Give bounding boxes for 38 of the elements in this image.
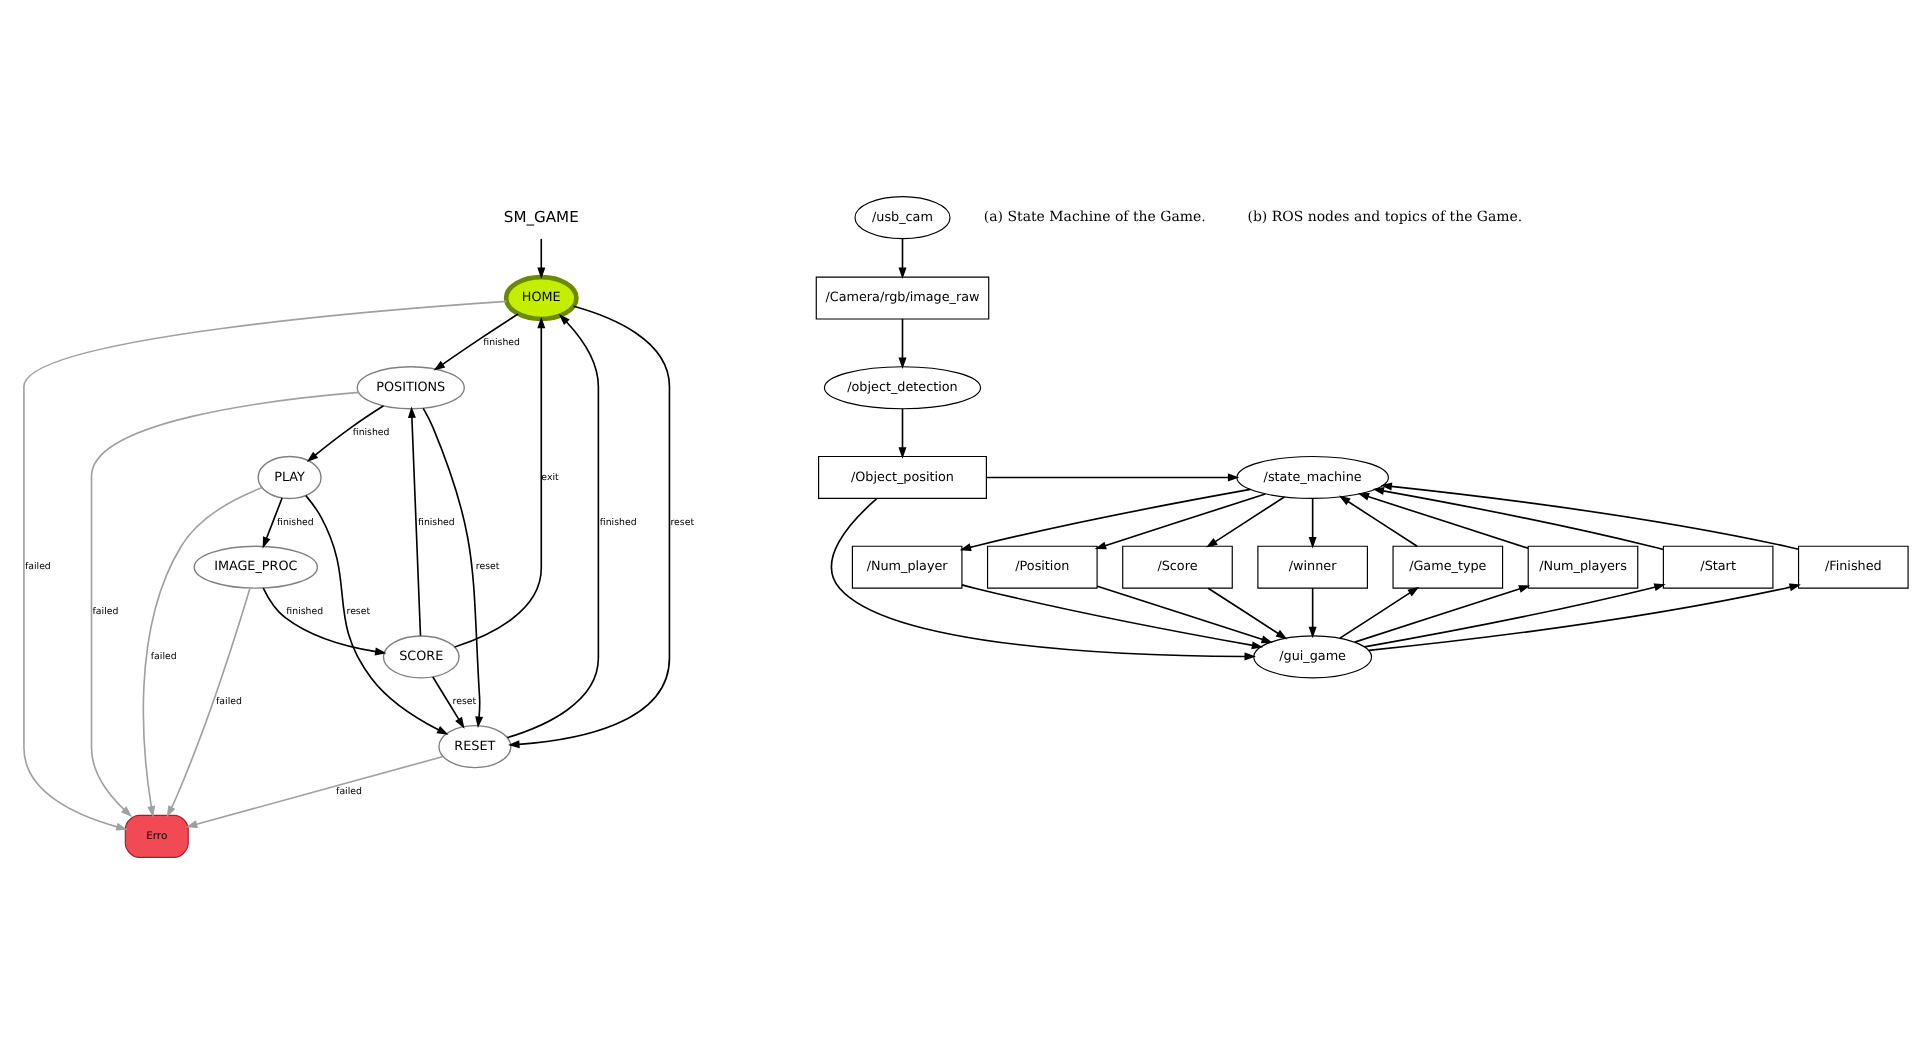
arrow	[304, 494, 448, 735]
arrow	[1352, 585, 1530, 643]
arrow	[89, 391, 359, 817]
arrow	[1337, 495, 1417, 548]
arrow	[958, 488, 1251, 552]
arrow	[1362, 583, 1665, 648]
arrow	[1338, 586, 1419, 639]
arrow	[897, 407, 906, 459]
arrow	[305, 405, 384, 462]
arrow	[431, 676, 464, 729]
arrow	[960, 584, 1263, 650]
arrow	[261, 587, 386, 656]
arrow	[1379, 482, 1799, 551]
arrow	[1367, 583, 1800, 652]
arrow	[984, 473, 1239, 482]
arrow	[897, 318, 906, 369]
arrow	[432, 313, 518, 371]
arrow	[897, 238, 906, 280]
arrow	[1095, 585, 1272, 644]
arrow	[1371, 487, 1664, 551]
arrow	[1205, 496, 1285, 548]
arrow	[1307, 497, 1316, 549]
arrow	[1356, 492, 1528, 550]
arrow	[536, 238, 545, 280]
arrow	[184, 755, 443, 829]
arrow	[1206, 587, 1287, 640]
arrow	[452, 316, 545, 648]
arrow	[505, 314, 599, 739]
arrow	[22, 300, 507, 831]
arrow	[261, 497, 282, 549]
arrow	[421, 407, 483, 728]
arrow	[829, 497, 1255, 661]
arrow	[1093, 493, 1266, 550]
arrow	[165, 587, 250, 818]
arrow	[507, 305, 670, 749]
arrow	[1307, 587, 1316, 639]
arrow	[406, 406, 421, 637]
arrow	[141, 487, 262, 818]
